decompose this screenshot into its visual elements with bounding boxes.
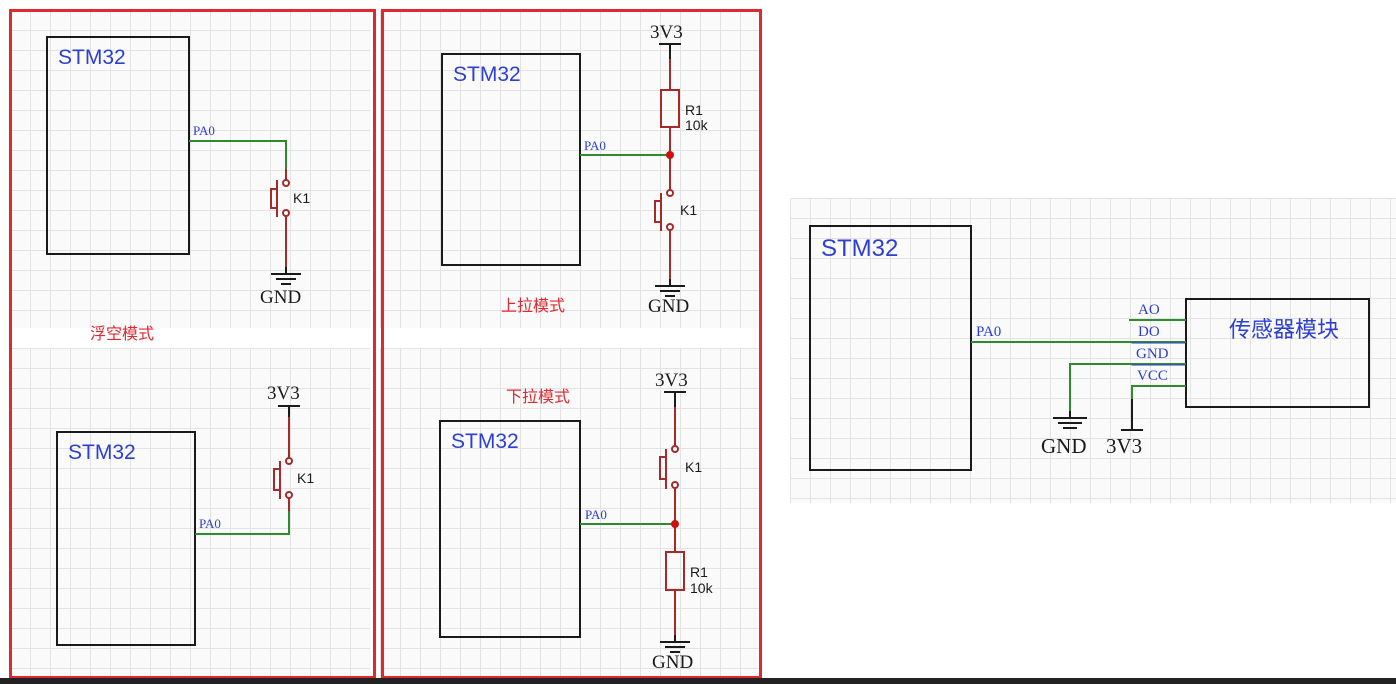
- wire: [189, 140, 287, 181]
- mcu-label: STM32: [453, 63, 521, 86]
- mode-label-pull-up: 上拉模式: [501, 298, 566, 315]
- gnd-label: GND: [260, 287, 302, 308]
- push-button-switch-icon: [654, 154, 674, 281]
- frame-pull: [381, 9, 762, 679]
- panel-floating-bottom: [10, 348, 370, 678]
- switch-label: K1: [293, 190, 311, 206]
- gnd-label: GND: [1041, 434, 1087, 458]
- sensor-module-title: 传感器模块: [1229, 317, 1340, 342]
- push-button-switch-icon: [273, 417, 293, 513]
- resistor-value: 10k: [685, 117, 708, 133]
- power-rail-icon: [1121, 399, 1143, 431]
- panel-floating-top: [10, 10, 370, 328]
- bottom-edge-bar: [0, 678, 1396, 684]
- wire-vcc: [1131, 385, 1186, 401]
- pin-label-pa0: PA0: [976, 324, 1002, 340]
- mcu-floating-bottom: STM32: [56, 431, 196, 646]
- mcu-pullup: STM32: [441, 53, 581, 266]
- push-button-switch-icon: [270, 169, 290, 269]
- resistor-icon: [660, 59, 680, 156]
- wire: [195, 511, 290, 535]
- power-rail-icon: [659, 43, 681, 61]
- mcu-pulldown: STM32: [439, 420, 581, 638]
- switch-label: K1: [297, 470, 315, 486]
- panel-sensor: [790, 198, 1396, 503]
- mcu-label: STM32: [58, 46, 126, 69]
- sensor-pin-ao: AO: [1138, 302, 1160, 318]
- pin-label-pa0: PA0: [585, 507, 607, 522]
- vcc-label: 3V3: [650, 22, 683, 43]
- mode-label-pull-down: 下拉模式: [506, 389, 571, 406]
- junction-dot-icon: [666, 151, 674, 159]
- vcc-label: 3V3: [1106, 434, 1143, 458]
- gnd-label: GND: [648, 296, 690, 317]
- sensor-pin-gnd: GND: [1136, 346, 1169, 362]
- panel-pulldown: [380, 348, 762, 678]
- mcu-label: STM32: [68, 441, 136, 464]
- resistor-value: 10k: [690, 580, 713, 596]
- resistor-icon: [665, 523, 685, 637]
- pin-label-pa0: PA0: [584, 138, 606, 153]
- power-rail-icon: [664, 391, 686, 409]
- mode-label-floating: 浮空模式: [90, 326, 155, 343]
- resistor-ref: R1: [690, 564, 708, 580]
- pin-label-pa0: PA0: [193, 123, 215, 138]
- sensor-pin-do: DO: [1138, 324, 1160, 340]
- ground-symbol-icon: [655, 279, 685, 297]
- vcc-label: 3V3: [655, 370, 688, 391]
- wire-gnd: [1069, 363, 1186, 413]
- mcu-label: STM32: [451, 430, 519, 453]
- junction-dot-icon: [671, 520, 679, 528]
- ground-symbol-icon: [1053, 411, 1087, 429]
- gnd-label: GND: [652, 652, 694, 673]
- vcc-label: 3V3: [267, 383, 300, 404]
- sensor-pin-vcc: VCC: [1137, 368, 1168, 384]
- resistor-ref: R1: [685, 102, 703, 118]
- ground-symbol-icon: [660, 635, 690, 653]
- pin-underline: [1131, 342, 1186, 366]
- mcu-label: STM32: [821, 235, 899, 262]
- switch-label: K1: [685, 459, 703, 475]
- push-button-switch-icon: [659, 407, 679, 525]
- pin-label-pa0: PA0: [199, 516, 221, 531]
- mcu-sensor: STM32: [809, 225, 972, 471]
- power-rail-icon: [278, 405, 300, 419]
- mcu-floating-top: STM32: [46, 36, 190, 255]
- panel-pullup: [380, 10, 762, 328]
- switch-label: K1: [680, 202, 698, 218]
- frame-floating: [9, 9, 376, 679]
- ground-symbol-icon: [271, 267, 301, 285]
- sensor-module-box: 传感器模块: [1185, 298, 1370, 408]
